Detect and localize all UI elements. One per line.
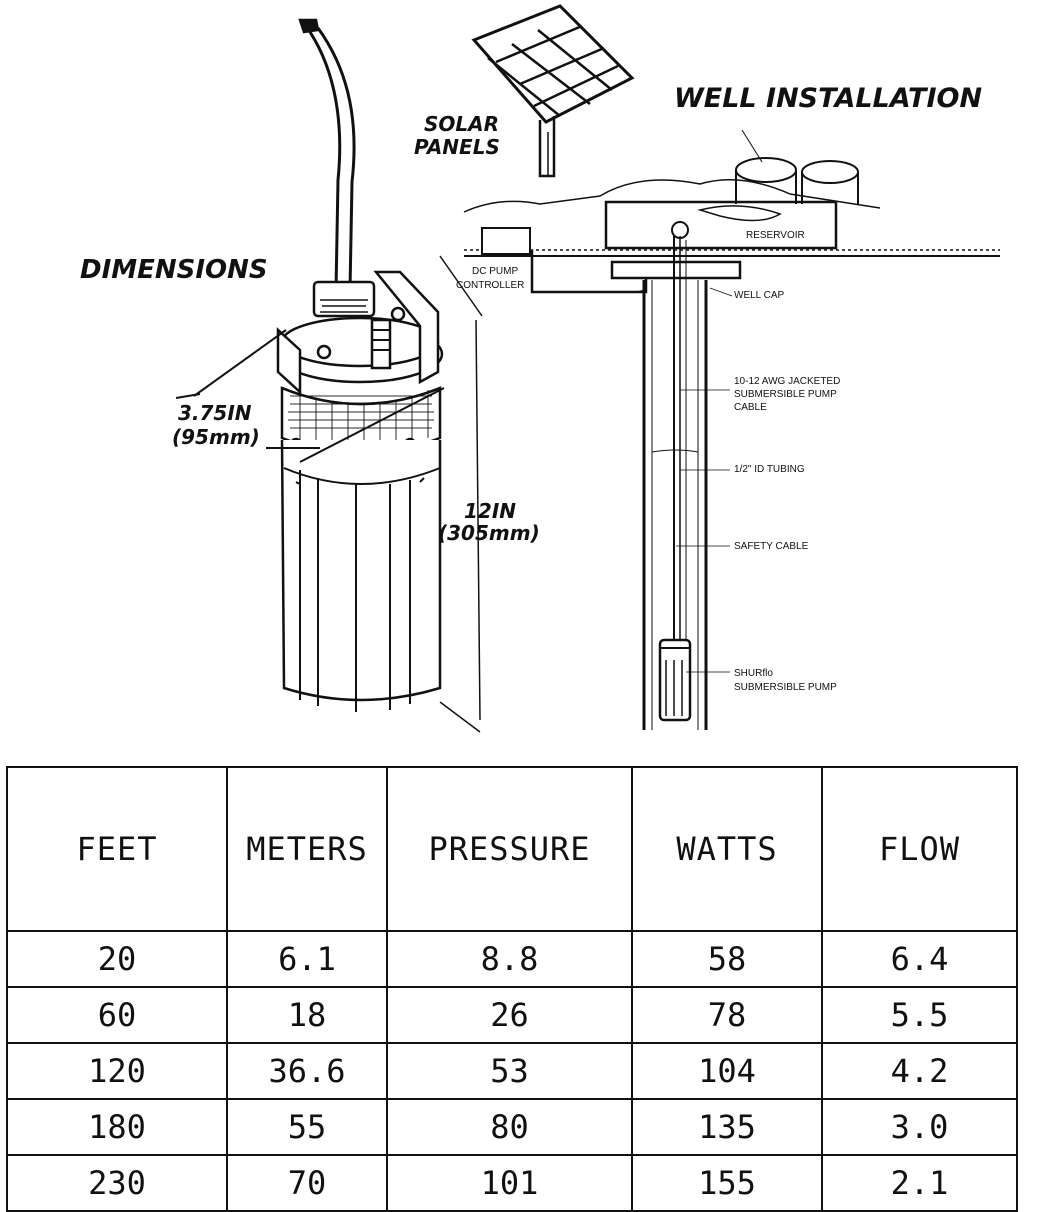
height-inches: 12IN <box>464 499 516 523</box>
cell-flow: 2.1 <box>821 1154 1018 1212</box>
dc-controller-label-line2: CONTROLLER <box>456 280 524 291</box>
well-illustration <box>463 4 1000 730</box>
diameter-mm: (95mm) <box>172 425 260 449</box>
cell-pressure: 26 <box>386 986 633 1044</box>
cell-feet: 120 <box>6 1042 228 1100</box>
cell-meters: 6.1 <box>226 930 388 988</box>
cell-meters: 70 <box>226 1154 388 1212</box>
table-row: 120 36.6 53 104 4.2 <box>6 1042 1018 1100</box>
cable-label-line2: SUBMERSIBLE PUMP <box>734 389 837 400</box>
cell-feet: 180 <box>6 1098 228 1156</box>
cell-watts: 104 <box>631 1042 823 1100</box>
pump-diagram: DIMENSIONS WELL INSTALLATION SOLAR PANEL… <box>80 4 1000 733</box>
performance-table: FEET METERS PRESSURE WATTS FLOW 20 6.1 8… <box>6 766 1018 1212</box>
cell-pressure: 80 <box>386 1098 633 1156</box>
reservoir-label: RESERVOIR <box>746 230 805 241</box>
solar-panels-label-line2: PANELS <box>414 135 500 159</box>
column-header-flow: FLOW <box>821 766 1018 932</box>
dimensions-title: DIMENSIONS <box>80 255 268 285</box>
column-header-pressure: PRESSURE <box>386 766 633 932</box>
height-mm: (305mm) <box>438 521 540 545</box>
cell-watts: 135 <box>631 1098 823 1156</box>
safety-cable-label: SAFETY CABLE <box>734 541 809 552</box>
solar-panels-label-line1: SOLAR <box>424 112 499 136</box>
solar-panel <box>471 4 635 178</box>
pump-label-line1: SHURflo <box>734 668 773 679</box>
tubing-label: 1/2" ID TUBING <box>734 464 805 475</box>
cell-feet: 60 <box>6 986 228 1044</box>
diameter-inches: 3.75IN <box>178 401 252 425</box>
pump-label-line2: SUBMERSIBLE PUMP <box>734 682 837 693</box>
table-row: 230 70 101 155 2.1 <box>6 1154 1018 1212</box>
cell-flow: 5.5 <box>821 986 1018 1044</box>
cell-meters: 55 <box>226 1098 388 1156</box>
pump-illustration <box>175 18 483 733</box>
cell-meters: 18 <box>226 986 388 1044</box>
cable-label-line3: CABLE <box>734 402 767 413</box>
cable-label-line1: 10-12 AWG JACKETED <box>734 376 840 387</box>
cell-watts: 78 <box>631 986 823 1044</box>
cell-watts: 58 <box>631 930 823 988</box>
well-installation-title: WELL INSTALLATION <box>674 83 982 114</box>
cell-feet: 20 <box>6 930 228 988</box>
cell-flow: 3.0 <box>821 1098 1018 1156</box>
cell-flow: 4.2 <box>821 1042 1018 1100</box>
cell-watts: 155 <box>631 1154 823 1212</box>
cell-feet: 230 <box>6 1154 228 1212</box>
dc-controller-label-line1: DC PUMP <box>472 266 518 277</box>
cell-flow: 6.4 <box>821 930 1018 988</box>
column-header-feet: FEET <box>6 766 228 932</box>
cell-pressure: 101 <box>386 1154 633 1212</box>
cell-pressure: 8.8 <box>386 930 633 988</box>
column-header-meters: METERS <box>226 766 388 932</box>
table-row: 60 18 26 78 5.5 <box>6 986 1018 1044</box>
table-header-row: FEET METERS PRESSURE WATTS FLOW <box>6 766 1018 932</box>
table-row: 20 6.1 8.8 58 6.4 <box>6 930 1018 988</box>
column-header-watts: WATTS <box>631 766 823 932</box>
cell-meters: 36.6 <box>226 1042 388 1100</box>
cell-pressure: 53 <box>386 1042 633 1100</box>
well-cap-label: WELL CAP <box>734 290 785 301</box>
table-row: 180 55 80 135 3.0 <box>6 1098 1018 1156</box>
